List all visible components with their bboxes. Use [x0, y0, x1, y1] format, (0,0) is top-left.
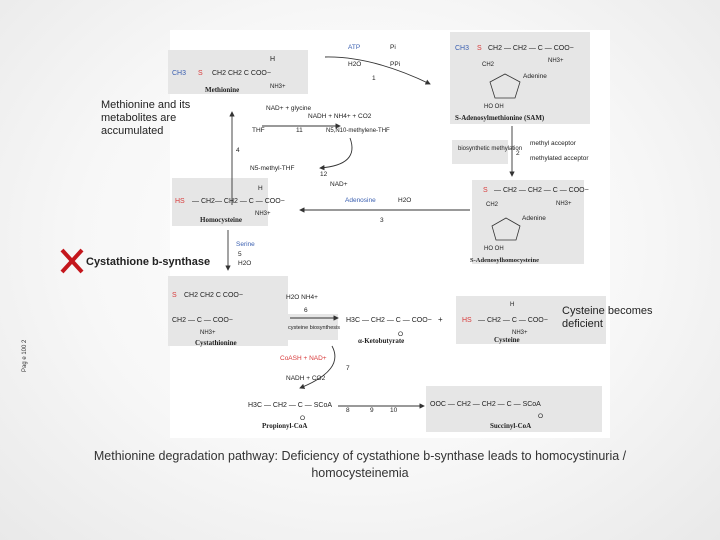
- cystathionine-box: [168, 276, 288, 346]
- propionyl-structure: H3C — CH2 — C — SCoA: [248, 402, 332, 409]
- cystathionine-label: Cystathionine: [195, 339, 237, 347]
- sah-chain: — CH2 — CH2 — C — COO−: [494, 187, 589, 194]
- label-nadh-co2: NADH + CO2: [286, 375, 326, 382]
- label-methylene-thf: N5,N10-methylene-THF: [326, 128, 390, 134]
- methionine-label: Methionine: [205, 86, 239, 94]
- sah-hooh: HO OH: [484, 246, 504, 252]
- label-nad-12: NAD+: [330, 181, 348, 188]
- label-h2o-1: H2O: [348, 61, 361, 68]
- propionyl-o: O: [300, 415, 305, 422]
- methionine-box: [168, 50, 308, 94]
- sah-s: S: [483, 187, 488, 194]
- sah-ribose-ring: [491, 217, 521, 241]
- ketobutyrate-label: α-Ketobutyrate: [358, 337, 404, 345]
- sah-nh3: NH3+: [556, 201, 572, 207]
- sah-box: [472, 180, 584, 264]
- label-pi: Pi: [390, 44, 396, 51]
- label-nad-glycine: NAD+ + glycine: [266, 105, 312, 112]
- step-3: 3: [380, 217, 384, 224]
- methionine-h: H: [270, 56, 275, 63]
- label-adenosine: Adenosine: [345, 197, 376, 204]
- label-ppi: PPi: [390, 61, 400, 68]
- arrow-step-12: [319, 137, 353, 171]
- cysteine-nh3: NH3+: [512, 330, 528, 336]
- step-9: 9: [370, 407, 374, 414]
- plus-sign: +: [438, 315, 443, 324]
- cystathionine-chain: CH2 CH2 C COO−: [184, 292, 243, 299]
- propionyl-label: Propionyl-CoA: [262, 422, 307, 430]
- step-10: 10: [390, 407, 398, 414]
- step-7: 7: [346, 365, 350, 372]
- sam-chain: CH2 — CH2 — C — COO−: [488, 45, 574, 52]
- step-6: 6: [304, 307, 308, 314]
- step-1: 1: [372, 75, 376, 82]
- step-5: 5: [238, 251, 242, 258]
- step-4: 4: [236, 147, 240, 154]
- figure-caption: Methionine degradation pathway: Deficien…: [93, 449, 627, 480]
- step-11: 11: [296, 127, 303, 134]
- methionine-chain: CH2 CH2 C COO−: [212, 70, 271, 77]
- annotation-blocked-enzyme: Cystathione b-synthase: [86, 256, 211, 268]
- step-8: 8: [346, 407, 350, 414]
- arrow-step-7: [299, 345, 336, 389]
- sam-box: [450, 32, 590, 124]
- annotation-cysteine-deficient: Cysteine becomes deficient: [562, 305, 653, 330]
- sam-label: S-Adenosylmethionine (SAM): [455, 114, 545, 122]
- step-12: 12: [320, 171, 328, 178]
- cysteine-label: Cysteine: [494, 336, 520, 344]
- biosynthetic-methylation-box: [452, 140, 508, 164]
- step-2: 2: [516, 150, 520, 157]
- succinyl-o: O: [538, 413, 543, 420]
- sah-ch2: CH2: [486, 202, 499, 208]
- homocysteine-box: [172, 178, 268, 226]
- label-nadh-nh: NADH + NH4+ + CO2: [308, 113, 372, 120]
- sah-label: S-Adenosylhomocysteine: [470, 257, 539, 264]
- sam-ch2: CH2: [482, 62, 495, 68]
- sah-adenine: Adenine: [522, 215, 546, 222]
- label-biosynthetic: biosynthetic methylation: [458, 146, 522, 152]
- page-number: Pag e 100 2: [22, 339, 28, 372]
- homocysteine-nh3: NH3+: [255, 211, 271, 217]
- methionine-nh3: NH3+: [270, 84, 286, 90]
- label-thf: THF: [252, 127, 265, 134]
- arrow-step-1: [324, 56, 431, 85]
- label-h2o-5: H2O: [238, 260, 251, 267]
- label-h2o-nh4: H2O NH4+: [286, 294, 318, 301]
- ketobutyrate-structure: H3C — CH2 — C — COO−: [346, 317, 432, 324]
- succinyl-coa-box: [426, 386, 602, 432]
- label-methylated-acceptor: methylated acceptor: [530, 155, 589, 162]
- cystathionine-s: S: [172, 292, 177, 299]
- homocysteine-hs: HS: [175, 198, 185, 205]
- label-atp: ATP: [348, 44, 360, 51]
- label-cysteine-biosynthesis: cysteine biosynthesis: [288, 325, 340, 331]
- methionine-ch3: CH3: [172, 70, 186, 77]
- succinyl-label: Succinyl-CoA: [490, 422, 531, 430]
- label-n5-methyl-thf: N5-methyl-THF: [250, 165, 294, 172]
- ketobutyrate-o: O: [398, 331, 403, 338]
- sam-s: S: [477, 45, 482, 52]
- annotation-accumulated: Methionine and its metabolites are accum…: [101, 99, 191, 137]
- cystathionine-lower: CH2 — C — COO−: [172, 317, 233, 324]
- homocysteine-chain: — CH2— CH2 — C — COO−: [192, 198, 285, 205]
- sam-nh3: NH3+: [548, 58, 564, 64]
- block-x-mark-b: [60, 248, 84, 274]
- label-methyl-acceptor: methyl acceptor: [530, 140, 577, 147]
- cysteine-box: [456, 296, 606, 344]
- label-serine: Serine: [236, 241, 255, 248]
- homocysteine-label: Homocysteine: [200, 216, 242, 224]
- sam-ch3: CH3: [455, 45, 469, 52]
- cystathionine-nh3: NH3+: [200, 330, 216, 336]
- homocysteine-h: H: [258, 185, 263, 192]
- sam-ribose-ring: [489, 73, 521, 99]
- cysteine-hs: HS: [462, 317, 472, 324]
- succinyl-structure: OOC — CH2 — CH2 — C — SCoA: [430, 401, 541, 408]
- sam-adenine: Adenine: [523, 73, 547, 80]
- cysteine-h: H: [510, 302, 514, 308]
- cysteine-chain: — CH2 — C — COO−: [478, 317, 548, 324]
- label-coash-nad: CoASH + NAD+: [280, 355, 327, 362]
- sam-hooh: HO OH: [484, 104, 504, 110]
- methionine-s: S: [198, 70, 203, 77]
- label-h2o-3: H2O: [398, 197, 411, 204]
